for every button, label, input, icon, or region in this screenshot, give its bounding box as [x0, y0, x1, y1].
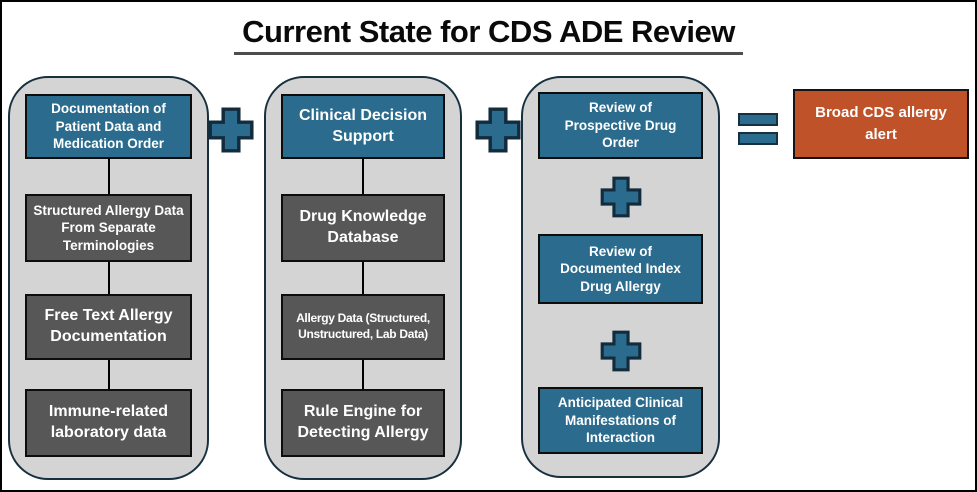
- node-label: Free Text Allergy Documentation: [44, 307, 173, 345]
- node-label: Documentation of Patient Data and Medica…: [51, 101, 166, 152]
- connector-line: [362, 262, 364, 294]
- node-label: Drug Knowledge Database: [299, 208, 427, 246]
- node-label: Rule Engine for Detecting Allergy: [297, 403, 429, 441]
- node-drug-knowledge-database: Drug Knowledge Database: [281, 194, 445, 262]
- node-documentation-of-patient-data: Documentation of Patient Data and Medica…: [25, 94, 192, 159]
- node-label: Immune-related laboratory data: [48, 403, 169, 441]
- page-title-text: Current State for CDS ADE Review: [234, 14, 743, 55]
- node-rule-engine: Rule Engine for Detecting Allergy: [281, 389, 445, 457]
- equals-icon: [738, 113, 778, 145]
- node-immune-related-lab-data: Immune-related laboratory data: [25, 389, 192, 457]
- connector-line: [107, 360, 110, 389]
- node-label: Structured Allergy Data From Separate Te…: [33, 202, 184, 253]
- page-title: Current State for CDS ADE Review: [2, 14, 975, 55]
- node-label: Allergy Data (Structured, Unstructured, …: [296, 311, 430, 341]
- node-review-documented-index-drug-allergy: Review of Documented Index Drug Allergy: [538, 234, 703, 304]
- column-documentation-inputs: Documentation of Patient Data and Medica…: [8, 76, 209, 480]
- node-label: Review of Prospective Drug Order: [564, 100, 677, 151]
- node-allergy-data-sources: Allergy Data (Structured, Unstructured, …: [281, 294, 445, 360]
- plus-icon: [600, 330, 641, 372]
- node-free-text-allergy: Free Text Allergy Documentation: [25, 294, 192, 360]
- plus-icon: [208, 107, 254, 153]
- connector-line: [362, 159, 364, 194]
- result-label: Broad CDS allergy alert: [815, 103, 947, 144]
- plus-icon: [475, 107, 521, 153]
- node-label: Clinical Decision Support: [298, 106, 428, 145]
- node-structured-allergy-data: Structured Allergy Data From Separate Te…: [25, 194, 192, 262]
- plus-icon: [600, 176, 641, 218]
- node-clinical-decision-support: Clinical Decision Support: [281, 94, 445, 159]
- node-review-prospective-drug-order: Review of Prospective Drug Order: [538, 92, 703, 159]
- connector-line: [107, 159, 110, 194]
- result-broad-cds-allergy-alert: Broad CDS allergy alert: [793, 89, 969, 159]
- connector-line: [362, 360, 364, 389]
- node-anticipated-clinical-manifestations: Anticipated Clinical Manifestations of I…: [538, 387, 703, 454]
- connector-line: [107, 262, 110, 294]
- node-label: Review of Documented Index Drug Allergy: [560, 243, 681, 294]
- column-clinical-decision-support: Clinical Decision Support Drug Knowledge…: [264, 76, 462, 480]
- column-review-steps: Review of Prospective Drug Order Review …: [521, 76, 720, 478]
- equals-bar: [738, 113, 778, 126]
- node-label: Anticipated Clinical Manifestations of I…: [557, 395, 684, 446]
- equals-bar: [738, 132, 778, 145]
